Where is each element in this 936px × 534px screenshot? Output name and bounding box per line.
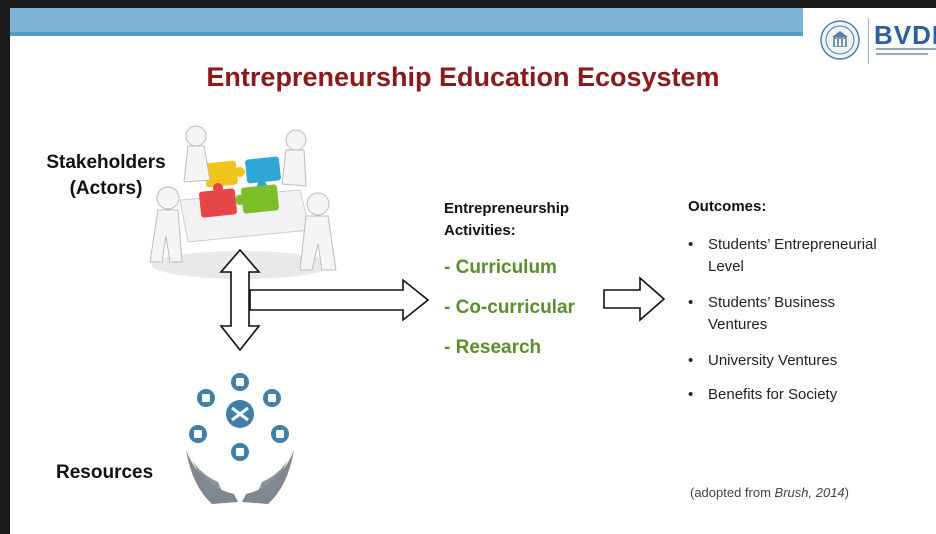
frame-left-edge	[0, 0, 10, 534]
logo: BVDI	[806, 8, 936, 68]
arrow-to-activities	[249, 278, 430, 322]
vertical-double-arrow	[219, 248, 261, 352]
university-seal-icon	[820, 20, 860, 60]
logo-divider	[868, 18, 869, 64]
logo-subtitle-line	[876, 48, 936, 50]
frame-top-edge	[0, 0, 936, 8]
activities-heading: Entrepreneurship Activities:	[444, 198, 569, 242]
stakeholders-line2: (Actors)	[69, 178, 143, 199]
outcome-text: Benefits for Society	[708, 386, 838, 403]
arrow-to-outcomes	[603, 276, 666, 322]
outcome-text: Students’ Entrepreneurial Level	[708, 236, 877, 275]
puzzle-team-icon	[149, 125, 337, 279]
bullet-icon: •	[688, 236, 694, 253]
activity-item: - Research	[444, 337, 542, 358]
outcome-text: University Ventures	[708, 352, 838, 369]
activity-item: - Co-curricular	[444, 297, 575, 318]
citation: (adopted from Brush, 2014)	[690, 485, 849, 500]
outcome-text: Students’ Business Ventures	[708, 294, 836, 333]
activity-item: - Curriculum	[444, 257, 557, 278]
bullet-icon: •	[688, 352, 694, 369]
logo-text: BVDI	[874, 20, 936, 50]
outcomes-heading: Outcomes:	[688, 198, 767, 215]
slide-title: Entrepreneurship Education Ecosystem	[206, 62, 720, 92]
activities-heading-line1: Entrepreneurship	[444, 200, 570, 217]
bullet-icon: •	[688, 294, 694, 311]
activities-heading-line2: Activities:	[444, 222, 516, 239]
resources-label: Resources	[56, 462, 154, 483]
header-band-stripe	[10, 32, 803, 36]
header-band	[10, 8, 803, 36]
citation-author: Brush, 2014	[774, 485, 845, 500]
bullet-icon: •	[688, 386, 694, 403]
resources-hands-icon	[186, 373, 294, 504]
citation-prefix: (adopted from	[690, 485, 775, 500]
logo-subtitle-line	[876, 53, 928, 55]
citation-suffix: )	[844, 485, 849, 500]
stakeholders-line1: Stakeholders	[46, 152, 166, 173]
stakeholders-label: Stakeholders (Actors)	[46, 150, 166, 202]
